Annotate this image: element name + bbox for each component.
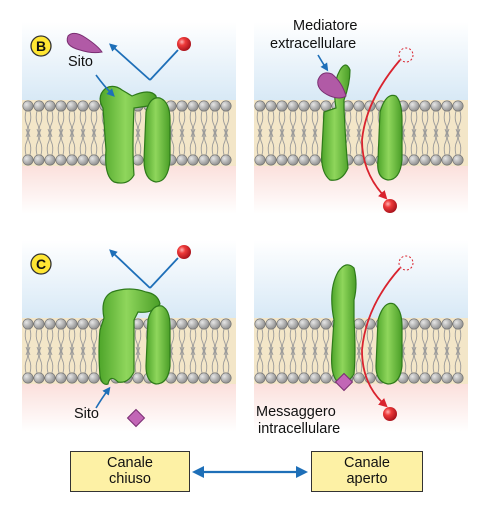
panel-c-open-background [254, 240, 468, 432]
channel-subunit-right-c [145, 305, 171, 385]
panel-b-closed-channel [66, 32, 191, 184]
panel-c-open-channel [331, 255, 414, 421]
messenger-label-line1: Messaggero [256, 404, 336, 420]
legend-double-arrow [192, 466, 308, 478]
ion-ghost-b [398, 47, 414, 63]
open-label-line2: aperto [346, 471, 388, 487]
mediator-bound [317, 72, 347, 99]
channel-subunit-right-open [377, 94, 403, 181]
arrow-blocked-c [109, 249, 151, 289]
legend-open-channel: Canale aperto [311, 451, 423, 492]
channel-subunit-right-c-open [375, 302, 403, 385]
arrow-mediator [317, 54, 329, 72]
messenger-label-line2: intracellulare [258, 421, 341, 437]
channel-subunit-right [143, 97, 171, 183]
ion-out-b [383, 199, 397, 213]
closed-label-line1: Canale [107, 455, 153, 471]
mediator-molecule [66, 32, 103, 54]
site-label-b: Sito [68, 54, 93, 70]
arrow-ion-path-c [361, 267, 401, 408]
messenger-bound [334, 372, 354, 392]
arrow-blocked-b [109, 43, 151, 81]
panel-b-open-channel [317, 47, 414, 213]
arrow-ion-to-c [149, 257, 179, 289]
site-label-c: Sito [74, 406, 99, 422]
open-label-line1: Canale [344, 455, 390, 471]
ion-ghost-c [398, 255, 414, 271]
panel-c-closed-channel [95, 245, 191, 428]
badge-b-text: B [36, 38, 46, 54]
ion-c [177, 245, 191, 259]
legend-closed-channel: Canale chiuso [70, 451, 190, 492]
ion-out-c [383, 407, 397, 421]
arrow-site-b [95, 74, 115, 97]
mediator-label-line2: extracellulare [270, 36, 357, 52]
arrow-ion-path-b [361, 59, 401, 200]
arrow-site-c [95, 386, 111, 409]
channel-subunit-left-c-open [331, 264, 357, 383]
closed-label-line2: chiuso [109, 471, 151, 487]
messenger-molecule [126, 408, 146, 428]
ion-b [177, 37, 191, 51]
mediator-label-line1: Mediatore [293, 18, 358, 34]
badge-c: C [30, 253, 52, 275]
arrow-ion-to-b [149, 49, 179, 81]
channel-subunit-left-c [98, 288, 161, 385]
badge-b: B [30, 35, 52, 57]
badge-c-text: C [36, 256, 46, 272]
